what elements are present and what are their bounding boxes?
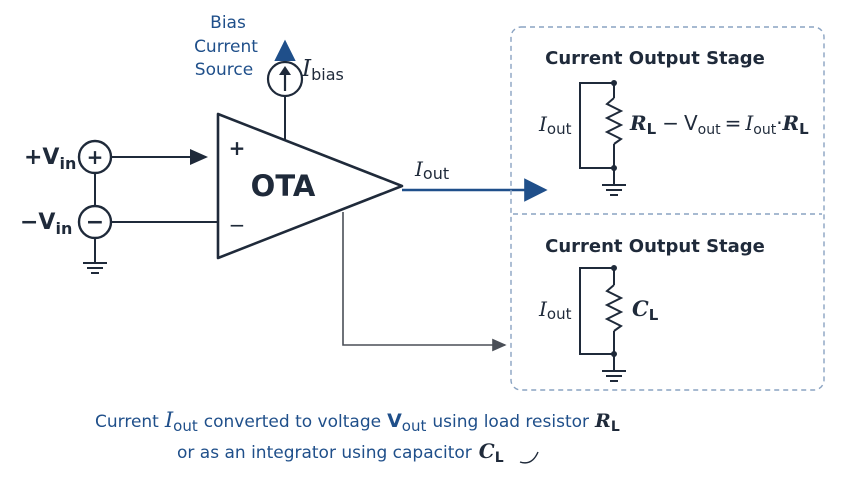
vin-neg-sub: in (55, 219, 72, 238)
bias-label-line3: Source (195, 60, 253, 80)
eq-dash: − (662, 111, 679, 135)
caption-v: V (387, 410, 402, 432)
vin-neg-label: −Vin (20, 210, 72, 238)
caption-c: C (479, 439, 495, 463)
vin-pos-source-sign: + (87, 145, 104, 169)
caption-c-sub: L (495, 450, 504, 466)
capacitor-branch-wire (342, 212, 507, 352)
stage1-equation: RL−Vout=Iout·RL (629, 111, 809, 138)
ground-icon-stage1 (602, 184, 626, 196)
ota-minus-sign: − (229, 213, 246, 237)
caption-converted: converted to voltage (204, 412, 381, 432)
stage1-iout-sub: out (547, 120, 572, 138)
caption-using-load: using load resistor (432, 412, 589, 432)
stage2-iout-sub: out (547, 305, 572, 323)
caption-integrator: or as an integrator using capacitor (177, 443, 472, 463)
eq-equals: = (725, 111, 742, 135)
vin-pos-source-icon: + (77, 139, 113, 175)
caption-current: Current (95, 412, 159, 432)
caption-i: I (164, 408, 174, 432)
stage1-iout-symbol: I (538, 112, 548, 136)
stage2-cl-symbol: C (632, 296, 649, 321)
eq-i: I (744, 111, 754, 135)
caption-swoosh (519, 451, 539, 464)
stage1-title: Current Output Stage (545, 48, 765, 69)
eq-dot: · (776, 111, 782, 135)
stage2-cl-label: CL (632, 296, 659, 324)
eq-rl-symbol: R (629, 111, 647, 135)
capacitor-cl-icon (604, 284, 624, 332)
eq-i-sub: out (753, 122, 776, 138)
bias-label-line2: Current (194, 37, 258, 57)
ota-triangle (216, 112, 404, 260)
stage2-iout-symbol: I (538, 297, 548, 321)
ibias-label: Ibias (301, 56, 344, 84)
stage2-loop (579, 265, 624, 370)
vin-neg-source-icon: − (77, 204, 113, 240)
ota-plus-sign: + (229, 136, 246, 160)
vin-pos-sub: in (59, 154, 76, 173)
resistor-rl-icon (604, 97, 624, 145)
eq-r: R (782, 111, 800, 135)
stage2-iout-label: Iout (538, 297, 572, 323)
ibias-symbol: I (301, 56, 312, 82)
stage1-iout-label: Iout (538, 112, 572, 138)
caption-v-sub: out (402, 417, 427, 435)
vin-pos-label: +Vin (24, 145, 76, 173)
iout-label: Iout (414, 157, 449, 183)
stage2-title: Current Output Stage (545, 236, 765, 257)
bias-label-line1: Bias (210, 13, 246, 33)
eq-v: V (684, 111, 698, 135)
ibias-subscript: bias (311, 65, 344, 84)
eq-rl-sub: L (647, 120, 657, 138)
vin-neg-source-sign: − (86, 210, 104, 235)
caption-r: R (594, 410, 611, 432)
ground-icon-left (83, 262, 107, 274)
vin-pos-text: +V (24, 145, 59, 170)
caption-i-sub: out (173, 417, 198, 435)
bias-label: Bias Current Source (194, 13, 258, 80)
iout-subscript: out (423, 164, 449, 183)
stage2-cl-sub: L (649, 306, 659, 324)
ota-label: OTA (251, 169, 316, 203)
caption-r-sub: L (611, 419, 620, 435)
stage1-loop (579, 80, 624, 184)
eq-v-sub: out (698, 122, 721, 138)
bias-current-source-icon (266, 60, 304, 98)
eq-r-sub: L (799, 120, 809, 138)
iout-symbol: I (414, 157, 424, 181)
caption-line2: or as an integrator using capacitor CL (177, 439, 504, 466)
vin-neg-text: −V (20, 210, 55, 235)
output-stage-panel (510, 26, 825, 391)
ground-icon-stage2 (602, 370, 626, 382)
